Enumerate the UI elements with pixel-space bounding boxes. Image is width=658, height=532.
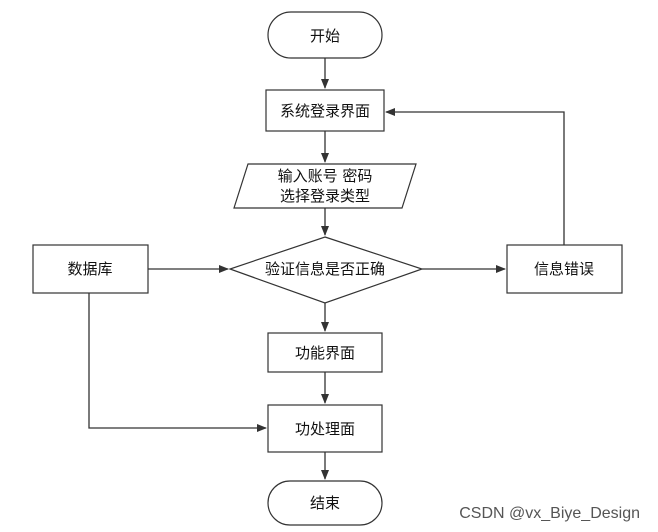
edge-db-process: [88, 293, 267, 432]
node-end-label: 结束: [310, 494, 340, 512]
node-input-label-2: 选择登录类型: [280, 187, 370, 205]
node-login-label: 系统登录界面: [280, 102, 370, 120]
node-input-label-1: 输入账号 密码: [278, 167, 373, 185]
node-db: 数据库: [32, 244, 149, 294]
node-db-label: 数据库: [67, 260, 112, 278]
node-start-label: 开始: [310, 27, 340, 45]
node-login: 系统登录界面: [265, 89, 385, 132]
node-process-label: 功处理面: [295, 420, 355, 438]
node-process: 功处理面: [267, 404, 383, 453]
node-error: 信息错误: [506, 244, 623, 294]
node-end: 结束: [267, 480, 383, 526]
node-function-ui: 功能界面: [267, 332, 383, 373]
node-verify: 验证信息是否正确: [228, 236, 424, 304]
node-input: 输入账号 密码 选择登录类型: [233, 163, 417, 209]
node-function-ui-label: 功能界面: [295, 344, 355, 362]
node-start: 开始: [267, 11, 383, 59]
node-verify-label: 验证信息是否正确: [265, 260, 385, 278]
node-error-label: 信息错误: [534, 260, 594, 278]
edge-error-login: [385, 108, 565, 245]
watermark: CSDN @vx_Biye_Design: [459, 505, 640, 522]
